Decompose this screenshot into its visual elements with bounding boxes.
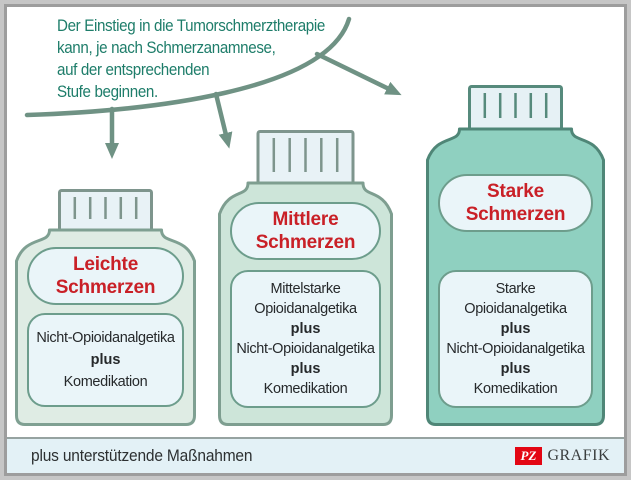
- intro-text: Der Einstieg in die Tumorschmerztherapie…: [57, 15, 361, 103]
- medication-line: Opioidanalgetika: [254, 301, 357, 317]
- pain-level-label: Leichte Schmerzen: [27, 247, 184, 305]
- pz-grafik-logo: PZ GRAFIK: [514, 447, 610, 465]
- medication-line: plus: [500, 321, 531, 337]
- medication-line: plus: [290, 321, 321, 337]
- entry-curve: [24, 16, 352, 118]
- medication-line: plus: [500, 361, 531, 377]
- medication-line: Komedikation: [473, 381, 558, 397]
- therapy-entry-arrows: [24, 16, 402, 159]
- pain-level-label: Mittlere Schmerzen: [230, 202, 381, 260]
- pain-level-text: Mittlere Schmerzen: [255, 209, 356, 253]
- medication-line: Starke: [495, 281, 536, 297]
- medication-line: plus: [90, 352, 121, 368]
- bottle-leichte-schmerzen: Leichte Schmerzen Nicht-Opioidanalgetika…: [14, 189, 197, 427]
- arrow-to-step2: [213, 91, 233, 149]
- intro-line: Der Einstieg in die Tumorschmerztherapie: [57, 17, 325, 35]
- medication-line: Mittelstarke: [270, 281, 341, 297]
- intro-line: Stufe beginnen.: [57, 83, 158, 101]
- logo-name: GRAFIK: [547, 447, 610, 464]
- pain-level-text: Starke Schmerzen: [465, 181, 566, 225]
- footer-note: plus unterstützende Maßnahmen: [31, 446, 253, 465]
- pain-level-text: Leichte Schmerzen: [55, 254, 156, 298]
- canvas: Der Einstieg in die Tumorschmerztherapie…: [4, 4, 627, 476]
- medication-line: plus: [290, 361, 321, 377]
- medication-line: Komedikation: [63, 374, 148, 390]
- medication-line: Komedikation: [263, 381, 348, 397]
- medication-line: Nicht-Opioidanalgetika: [446, 341, 585, 357]
- medication-line: Opioidanalgetika: [464, 301, 567, 317]
- footer-bar: plus unterstützende Maßnahmen PZ GRAFIK: [7, 437, 624, 473]
- pain-level-label: Starke Schmerzen: [438, 174, 593, 232]
- medication-line: Nicht-Opioidanalgetika: [36, 330, 175, 346]
- intro-line: auf der entsprechenden: [57, 61, 210, 79]
- bottle-labels: Leichte Schmerzen Nicht-Opioidanalgetika…: [27, 247, 184, 407]
- medication-line: Nicht-Opioidanalgetika: [236, 341, 375, 357]
- pz-logo-badge: PZ: [514, 447, 543, 465]
- arrow-to-step3: [314, 51, 402, 96]
- intro-line: kann, je nach Schmerzanamnese,: [57, 39, 276, 57]
